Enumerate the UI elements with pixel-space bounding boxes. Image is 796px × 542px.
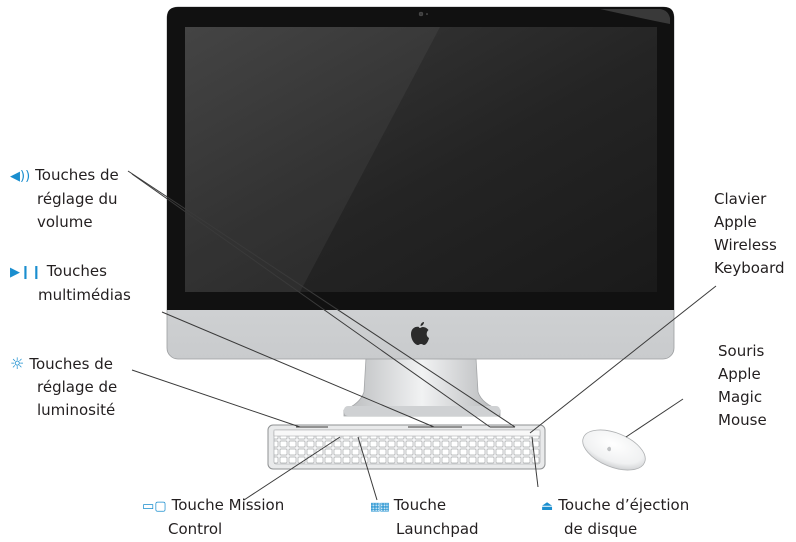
eject-icon: ⏏ xyxy=(541,499,554,514)
imac-screen xyxy=(185,27,657,292)
mouse-illustration xyxy=(582,429,646,471)
callout-media xyxy=(161,311,435,428)
callout-launchpad xyxy=(357,436,378,501)
camera-icon xyxy=(418,11,424,17)
label-volume: ◀))Touches de réglage du volume xyxy=(10,166,119,231)
label-eject: ⏏Touche d’éjection de disque xyxy=(541,496,690,538)
label-media: ▶❙❙Touches multimédias xyxy=(10,262,131,304)
callout-keyboard xyxy=(529,285,717,434)
imac-stand xyxy=(343,357,501,417)
label-mission-control: ▭▢Touche Mission Control xyxy=(142,496,285,538)
keyboard-illustration xyxy=(267,424,546,470)
callout-lines xyxy=(127,170,717,501)
callout-brightness xyxy=(131,369,301,428)
launchpad-grid-icon: ▦▦ xyxy=(370,500,390,513)
callout-mouse xyxy=(625,398,684,438)
label-launchpad: ▦▦Touche Launchpad xyxy=(370,496,479,538)
callout-volume xyxy=(127,170,516,428)
sun-icon: ☼ xyxy=(10,354,25,373)
mission-control-icon: ▭▢ xyxy=(142,499,167,514)
speaker-icon: ◀)) xyxy=(10,169,31,184)
label-mouse: Souris Apple Magic Mouse xyxy=(718,342,767,429)
callout-mission xyxy=(243,436,341,501)
apple-logo-icon xyxy=(411,322,429,345)
label-brightness: ☼Touches de réglage de luminosité xyxy=(10,354,118,419)
label-keyboard: Clavier Apple Wireless Keyboard xyxy=(714,190,785,277)
callout-eject xyxy=(531,436,539,488)
play-pause-icon: ▶❙❙ xyxy=(10,265,42,280)
